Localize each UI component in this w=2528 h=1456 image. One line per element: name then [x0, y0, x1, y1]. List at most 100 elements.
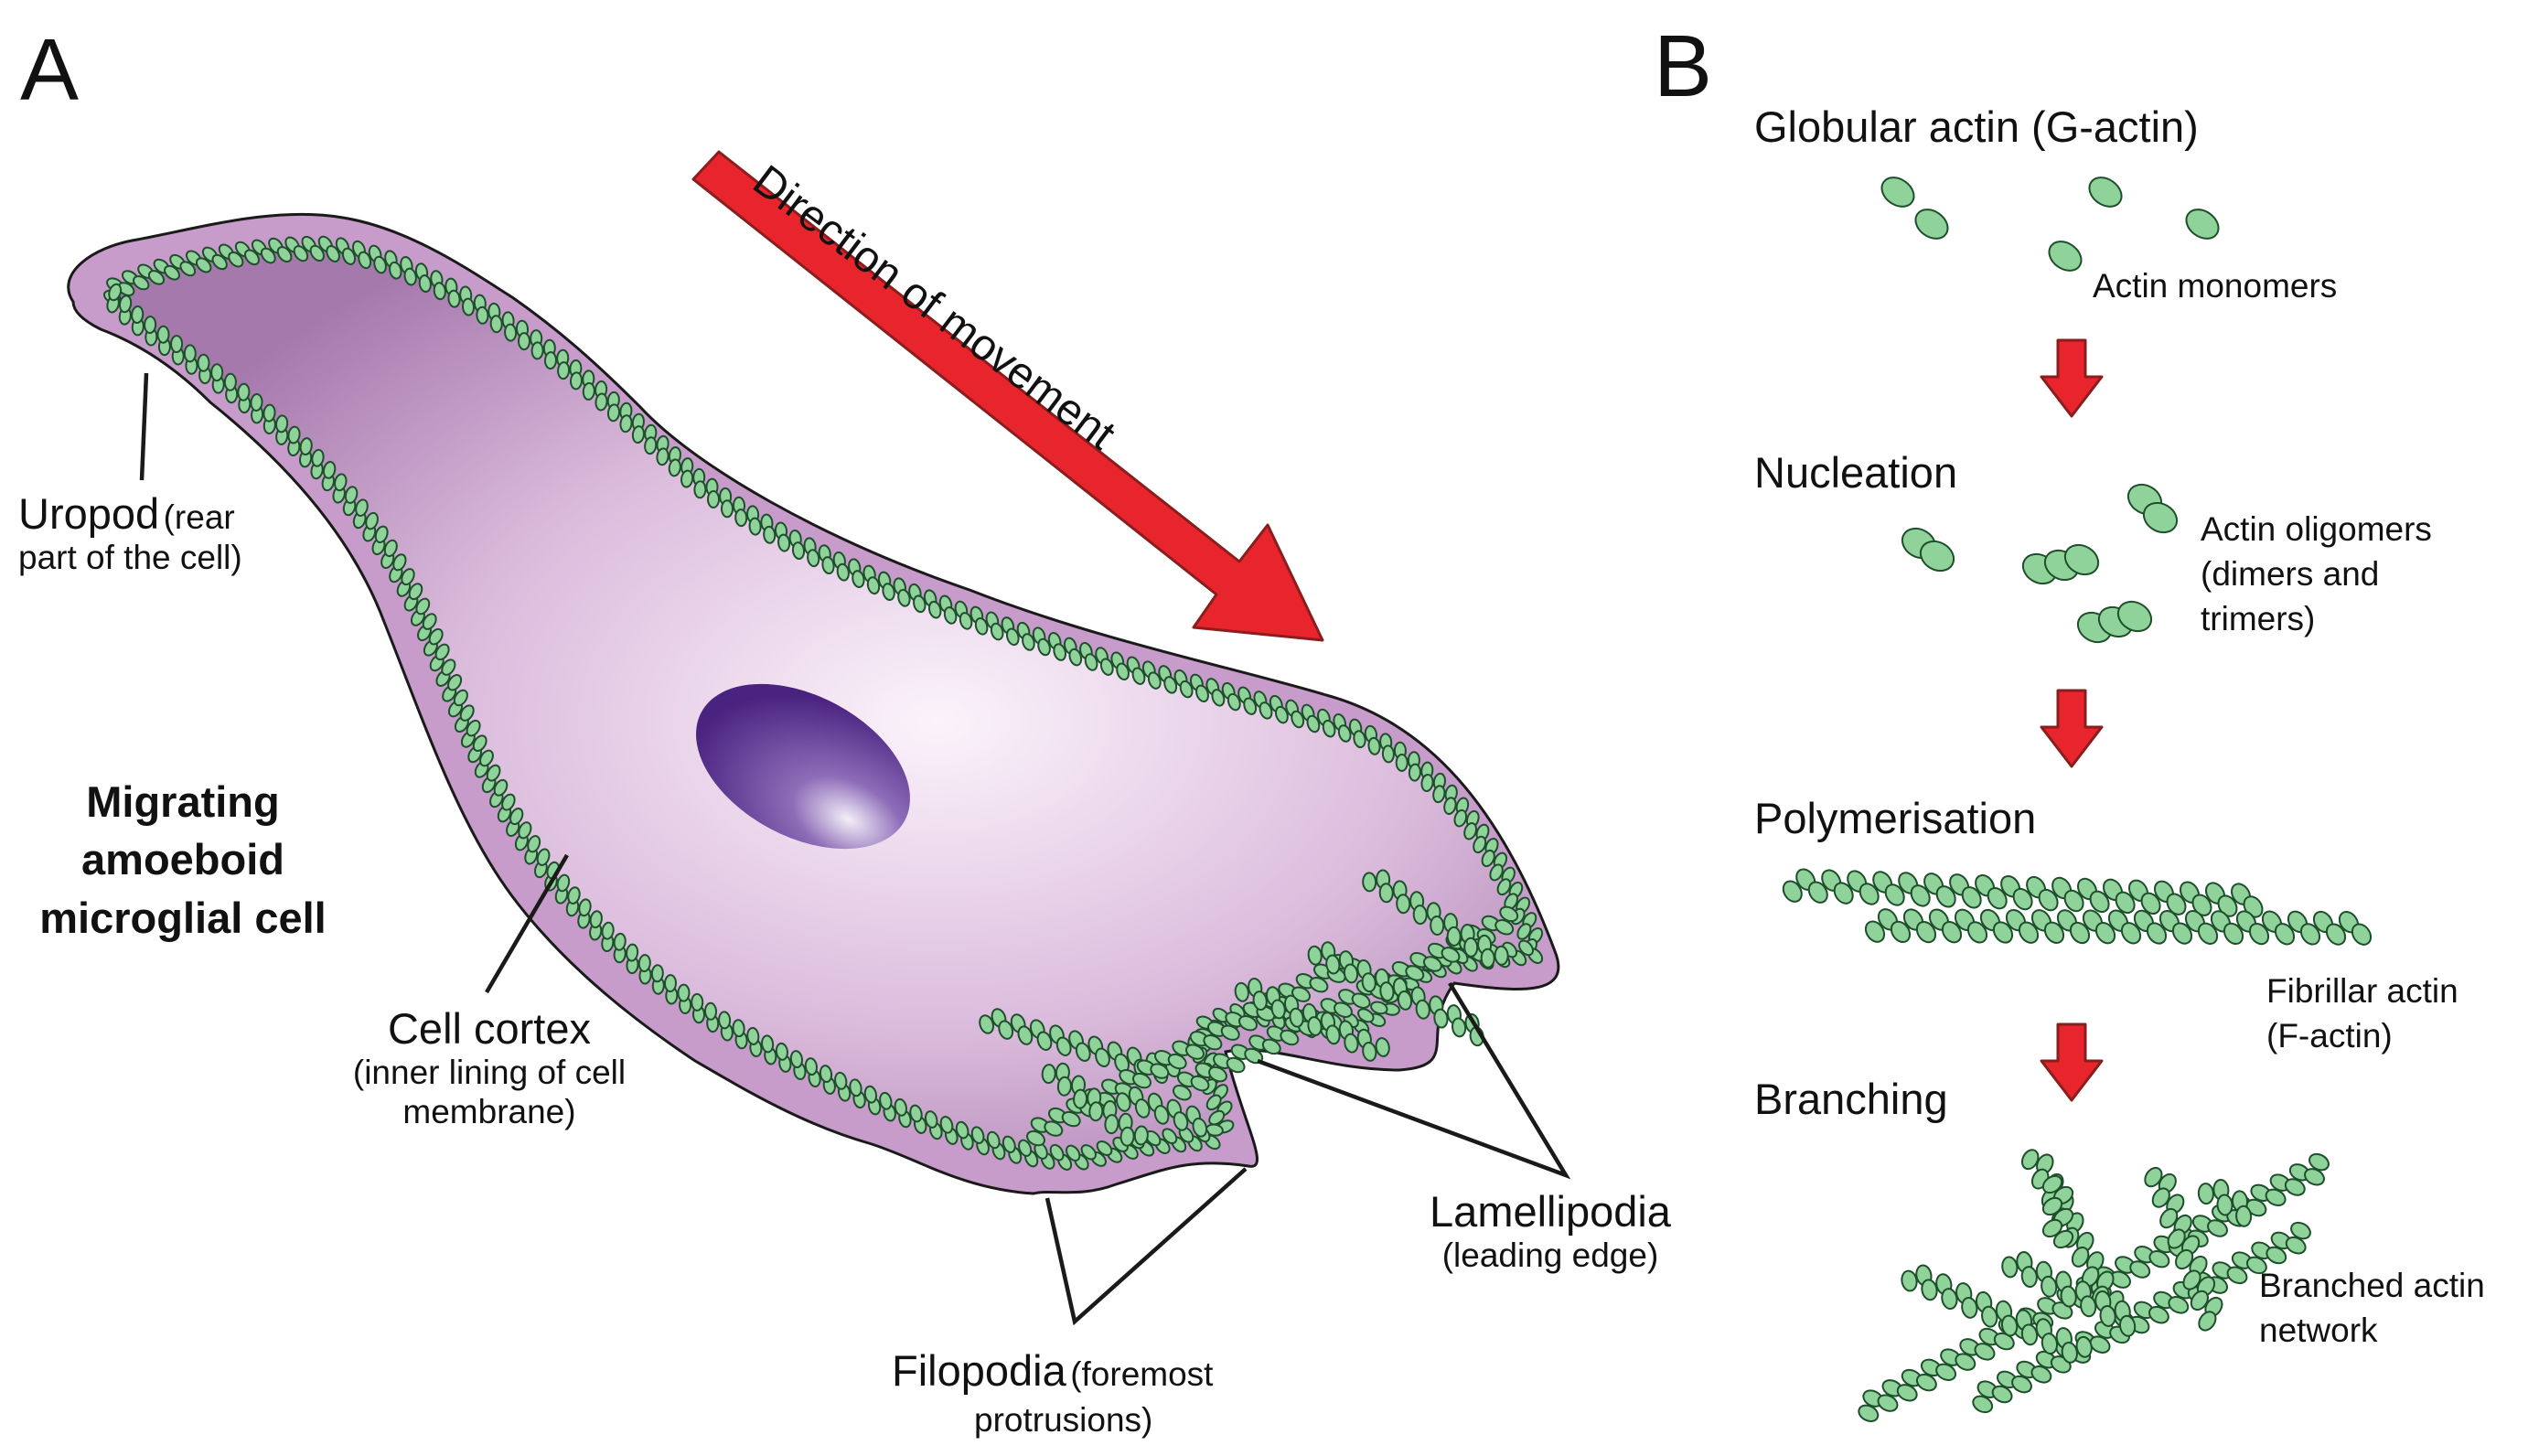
- actin-monomer-icon: [1227, 692, 1241, 712]
- actin-monomer-icon: [326, 245, 340, 262]
- actin-monomer-icon: [2235, 1204, 2253, 1227]
- actin-monomer-icon: [1147, 671, 1162, 690]
- actin-monomer-icon: [2217, 894, 2238, 917]
- actin-monomer-icon: [2290, 1221, 2311, 1240]
- cortex-detail-2: membrane): [402, 1092, 576, 1130]
- actin-monomer-icon: [1261, 1038, 1281, 1055]
- actin-monomer-icon: [118, 294, 133, 314]
- actin-monomer-icon: [2089, 890, 2110, 914]
- actin-monomer-icon: [466, 719, 481, 737]
- actin-monomer-icon: [1325, 1024, 1341, 1045]
- actin-monomer-icon: [1172, 1084, 1192, 1101]
- actin-monomer-icon: [720, 499, 734, 519]
- actin-monomer-icon: [2018, 921, 2040, 944]
- actin-monomer-icon: [2063, 543, 2100, 576]
- actin-monomer-icon: [1807, 881, 1828, 904]
- actin-monomer-icon: [344, 486, 359, 504]
- actin-monomer-icon: [656, 447, 669, 466]
- actin-monomer-icon: [1205, 1094, 1222, 1111]
- actin-monomer-icon: [1325, 954, 1341, 975]
- actin-monomer-icon: [1473, 835, 1487, 854]
- actin-monomer-icon: [1864, 920, 1886, 943]
- actin-monomer-icon: [1291, 986, 1311, 1002]
- actin-monomer-icon: [1915, 920, 1937, 944]
- actin-monomer-icon: [355, 498, 369, 517]
- actin-monomer-icon: [1203, 1034, 1223, 1051]
- actin-monomer-icon: [777, 533, 791, 552]
- actin-monomer-icon: [2001, 1256, 2019, 1279]
- actin-monomer-icon: [418, 274, 432, 294]
- actin-monomer-icon: [1412, 905, 1428, 926]
- uropod-detail-2: part of the cell): [18, 539, 242, 577]
- actin-monomer-icon: [1961, 886, 1982, 909]
- actin-monomer-icon: [2094, 922, 2116, 945]
- actin-monomer-icon: [970, 1126, 985, 1144]
- actin-monomer-icon: [170, 335, 184, 354]
- actin-monomer-icon: [1150, 1063, 1170, 1079]
- actin-monomer-icon: [1096, 1140, 1113, 1156]
- actin-monomer-icon: [1220, 1024, 1240, 1041]
- actin-monomer-icon: [939, 1115, 954, 1134]
- note-line: Actin monomers: [2093, 267, 2338, 305]
- actin-monomer-icon: [1890, 920, 1912, 944]
- actin-monomer-icon: [1037, 637, 1051, 657]
- filopodia-detail-2: protrusions): [974, 1401, 1153, 1439]
- actin-monomer-icon: [275, 414, 289, 434]
- actin-monomer-icon: [2299, 923, 2321, 946]
- actin-monomer-icon: [2190, 1290, 2209, 1311]
- leading-edge-actin-network: [979, 869, 1519, 1147]
- actin-monomer-icon: [909, 1104, 923, 1123]
- panel-letter-a: A: [20, 21, 80, 119]
- actin-monomer-icon: [1252, 990, 1268, 1012]
- actin-monomer-icon: [1453, 808, 1468, 828]
- actin-monomer-icon: [979, 1014, 994, 1034]
- actin-monomer-icon: [403, 267, 417, 286]
- actin-monomer-icon: [637, 954, 651, 973]
- actin-monomer-icon: [530, 341, 544, 360]
- lamellipodia-leader: [1257, 981, 1571, 1180]
- actin-monomer-icon: [582, 381, 595, 401]
- actin-monomer-icon: [680, 469, 694, 488]
- actin-monomer-icon: [1782, 880, 1803, 903]
- note-line: (dimers and: [2201, 554, 2380, 593]
- actin-monomer-icon: [1234, 981, 1249, 1002]
- actin-monomer-icon: [567, 886, 581, 905]
- actin-monomer-icon: [1884, 883, 1905, 906]
- actin-monomer-icon: [1433, 1008, 1449, 1029]
- actin-monomer-icon: [763, 525, 777, 544]
- actin-monomer-icon: [543, 351, 558, 370]
- actin-monomer-icon: [536, 848, 551, 866]
- uropod-name: Uropod: [18, 489, 160, 538]
- process-step-arrow-icon: [2040, 689, 2104, 768]
- actin-monomer-icon: [1935, 885, 1956, 908]
- actin-monomer-icon: [1420, 774, 1434, 792]
- actin-monomer-icon: [2129, 1260, 2151, 1279]
- actin-monomer-icon: [1022, 633, 1035, 651]
- actin-monomer-icon: [365, 511, 379, 530]
- actin-monomer-icon: [156, 325, 170, 344]
- actin-monomer-icon: [804, 1057, 818, 1076]
- actin-monomer-icon: [1357, 1008, 1375, 1023]
- actin-monomer-icon: [836, 562, 850, 582]
- f-actin-filaments: [1782, 868, 2373, 946]
- actin-monomer-icon: [1243, 697, 1258, 715]
- actin-monomer-icon: [1026, 1129, 1045, 1147]
- actin-monomer-icon: [998, 1020, 1014, 1040]
- actin-monomer-icon: [197, 353, 210, 372]
- actin-monomer-icon: [1259, 701, 1273, 720]
- actin-monomer-icon: [644, 436, 658, 455]
- actin-monomer-icon: [974, 616, 989, 636]
- actin-oligomers: [1901, 483, 2179, 644]
- actin-monomer-icon: [504, 323, 518, 342]
- actin-monomer-icon: [613, 932, 627, 951]
- step-note-g-actin: Actin monomers: [2093, 267, 2337, 306]
- actin-monomer-icon: [2171, 922, 2193, 945]
- lamellipodia-detail: (leading edge): [1441, 1237, 1659, 1275]
- actin-monomer-icon: [1361, 972, 1376, 993]
- actin-monomer-icon: [374, 525, 389, 543]
- lamellipodia-label: Lamellipodia (leading edge): [1404, 1187, 1697, 1276]
- actin-monomer-icon: [1987, 887, 2008, 910]
- actin-monomer-icon: [1049, 1143, 1065, 1162]
- actin-monomer-icon: [1518, 939, 1534, 957]
